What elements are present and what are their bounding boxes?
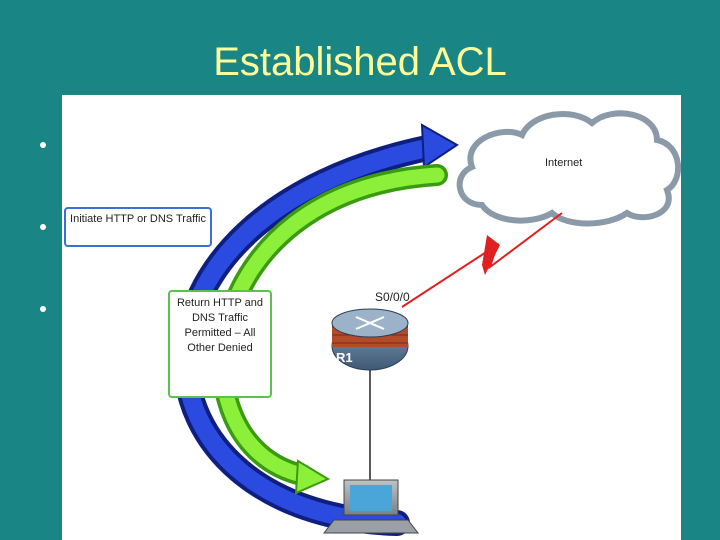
router-label: R1 [336,350,353,365]
diagram-canvas [172,110,681,536]
interface-label: S0/0/0 [375,290,410,304]
internet-cloud [456,110,681,227]
router-r1 [331,308,409,371]
bullet-2 [40,224,46,230]
slide-title: Established ACL [213,40,507,84]
serial-link [401,212,563,308]
pc-icon [322,479,420,534]
bullet-1 [40,142,46,148]
return-traffic-callout: Return HTTP and DNS Traffic Permitted – … [168,290,272,398]
initiate-traffic-callout: Initiate HTTP or DNS Traffic [64,207,212,247]
diagram-panel: Internet S0/0/0 R1 Initiate HTTP or DNS … [62,95,681,540]
cloud-label: Internet [545,157,583,169]
bullet-3 [40,306,46,312]
